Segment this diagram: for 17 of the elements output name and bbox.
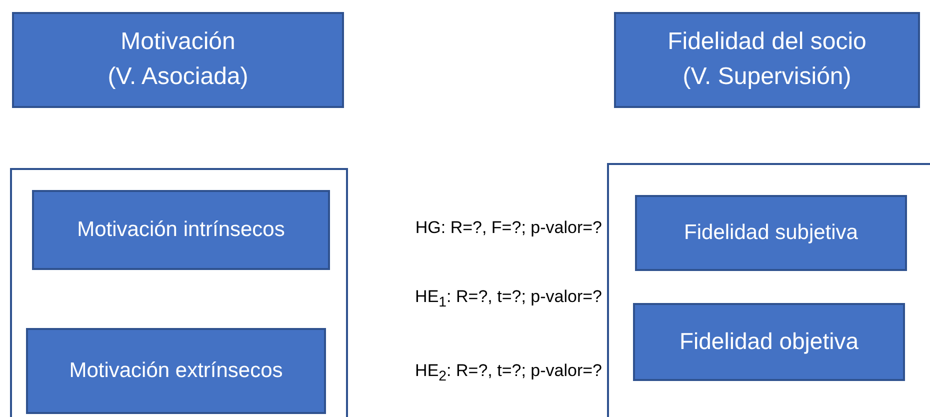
variable-box: [12, 12, 344, 108]
dimension-box: [635, 195, 907, 271]
box-label: Fidelidad del socio (V. Supervisión): [666, 27, 868, 92]
box-label: Fidelidad objetiva: [678, 327, 860, 356]
dimension-box: [26, 328, 326, 414]
dimension-box: [32, 190, 330, 270]
box-label: Motivación extrínsecos: [68, 358, 284, 384]
box-label: Motivación intrínsecos: [76, 216, 286, 243]
hypothesis-result-text: HE$_{2}$: R=?, t=?; p-valor=?: [415, 361, 602, 384]
box-label: Fidelidad subjetiva: [683, 220, 859, 246]
hypothesis-result-text: HG: R=?, F=?; p-valor=?: [415, 218, 602, 238]
dimension-box: [633, 303, 905, 381]
box-label: Motivación (V. Asociada): [106, 27, 250, 92]
hypothesis-result-text: HE$_{1}$: R=?, t=?; p-valor=?: [415, 287, 602, 310]
frame-box: [607, 163, 930, 417]
variable-box: [614, 12, 920, 108]
frame-box: [10, 168, 348, 417]
